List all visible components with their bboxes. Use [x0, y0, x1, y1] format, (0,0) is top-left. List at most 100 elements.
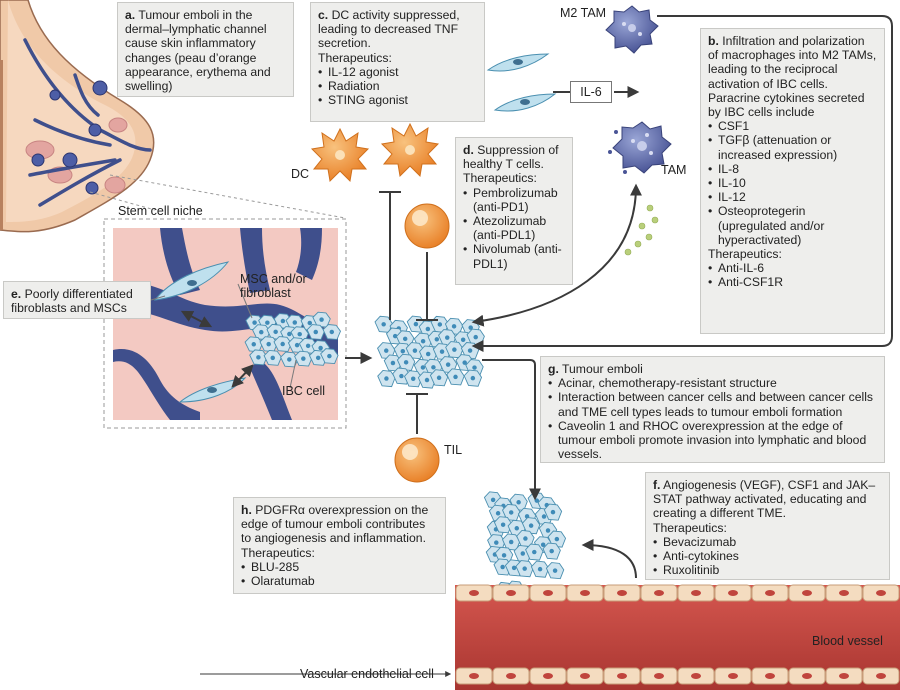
tumour-cell-nucleus: [511, 565, 517, 571]
tumour-cell-nucleus: [294, 342, 300, 348]
box-c: c. DC activity suppressed, leading to de…: [310, 2, 485, 122]
tumour-cell-nucleus: [403, 360, 409, 365]
box-g-items: Acinar, chemotherapy-resistant structure…: [548, 376, 877, 461]
tumour-cell-nucleus: [451, 324, 457, 329]
box-d-text: Suppression of healthy T cells.: [463, 143, 559, 172]
cytokine-item: Osteoprotegerin (upregulated and/or hype…: [708, 204, 877, 247]
tumour-cell-nucleus: [420, 365, 426, 370]
tumour-cell-nucleus: [445, 362, 451, 367]
tumour-cell-nucleus: [412, 348, 418, 353]
tumour-cell-nucleus: [445, 335, 450, 340]
tumour-cell-nucleus: [329, 329, 335, 335]
therapeutic-item: BLU-285: [241, 560, 438, 574]
box-f-letter: f.: [653, 478, 661, 492]
tumour-cell-nucleus: [273, 329, 278, 335]
tumour-cell-nucleus: [550, 509, 556, 515]
tumour-cell-nucleus: [280, 341, 285, 347]
cytokine-item: TGFβ (attenuation or increased expressio…: [708, 133, 877, 161]
therapeutic-item: Atezolizumab (anti-PDL1): [463, 214, 565, 242]
tumour-cell-nucleus: [413, 321, 419, 327]
box-f: f. Angiogenesis (VEGF), CSF1 and JAK–STA…: [645, 472, 890, 580]
tumour-cell-nucleus: [319, 317, 324, 322]
endothelial-nucleus: [654, 590, 664, 596]
therapeutic-item: Nivolumab (anti-PDL1): [463, 242, 565, 270]
ibc-cell-label: IBC cell: [282, 384, 326, 398]
tumour-cell-nucleus: [425, 351, 431, 357]
tumour-cell-nucleus: [392, 333, 398, 339]
box-g: g. Tumour emboli Acinar, chemotherapy-re…: [540, 356, 885, 463]
tumour-cell-nucleus: [520, 551, 526, 556]
tumour-cell-nucleus: [327, 353, 332, 359]
box-g-letter: g.: [548, 362, 559, 376]
therapeutic-item: Pembrolizumab (anti-PD1): [463, 186, 565, 214]
box-c-therapeutics-label: Therapeutics:: [318, 50, 392, 65]
tumour-cell-nucleus: [410, 376, 416, 381]
endothelial-nucleus: [691, 673, 701, 679]
tumour-cell-nucleus: [252, 320, 257, 325]
box-h-therapeutics-label: Therapeutics:: [241, 545, 315, 560]
tumour-cell-nucleus: [402, 336, 408, 342]
emboli-item: Caveolin 1 and RHOC overexpression at th…: [548, 419, 877, 462]
therapeutic-item: STING agonist: [318, 93, 477, 107]
endothelial-nucleus: [617, 673, 627, 679]
tumour-cell-nucleus: [301, 356, 306, 361]
tumour-cell-nucleus: [508, 539, 514, 545]
tumour-cell-nucleus: [384, 376, 389, 381]
cytokine-item: IL-12: [708, 190, 877, 204]
cytokine-item: CSF1: [708, 119, 877, 133]
box-c-therapeutics: IL-12 agonist Radiation STING agonist: [318, 65, 477, 108]
tumour-cell-nucleus: [305, 343, 311, 349]
box-b-cytokines: CSF1 TGFβ (attenuation or increased expr…: [708, 119, 877, 247]
tumour-cell-nucleus: [537, 566, 543, 572]
therapeutic-item: Ruxolitinib: [653, 563, 882, 577]
stem-niche-label: Stem cell niche: [118, 204, 203, 218]
endothelial-nucleus: [728, 673, 738, 679]
endothelial-nucleus: [617, 590, 627, 596]
tumour-cell-nucleus: [384, 348, 389, 353]
endothelial-nucleus: [802, 590, 812, 596]
tumour-cell-nucleus: [470, 375, 476, 381]
tumour-cell-nucleus: [256, 355, 261, 360]
tumour-cell-nucleus: [528, 523, 534, 528]
endothelial-label: Vascular endothelial cell: [300, 667, 434, 681]
tumour-cell-nucleus: [424, 377, 430, 383]
emboli-item: Interaction between cancer cells and bet…: [548, 390, 877, 418]
box-e: e. Poorly differentiated fibroblasts and…: [3, 281, 151, 319]
endothelial-nucleus: [580, 673, 590, 679]
tumour-cell-nucleus: [508, 510, 514, 515]
tumour-cell-nucleus: [500, 522, 506, 527]
tumour-cell-nucleus: [467, 348, 473, 353]
box-h-letter: h.: [241, 503, 252, 517]
blood-vessel: [455, 584, 900, 690]
fibroblast-nuclei: [187, 59, 530, 393]
box-a: a. Tumour emboli in the dermal–lymphatic…: [117, 2, 294, 97]
endothelial-nucleus: [691, 590, 701, 596]
t-cells: [394, 203, 450, 483]
box-h: h. PDGFRα overexpression on the edge of …: [233, 497, 446, 594]
endothelial-nucleus: [506, 590, 516, 596]
endothelial-nucleus: [839, 590, 849, 596]
dc-cells: [310, 122, 440, 183]
tumour-cell-nucleus: [549, 548, 554, 554]
il6-label: IL-6: [570, 81, 612, 103]
emboli-item: Acinar, chemotherapy-resistant structure: [548, 376, 877, 390]
tumour-cell-nucleus: [522, 566, 527, 571]
box-b-text: Infiltration and polarization of macroph…: [708, 34, 877, 120]
tumour-cell-nucleus: [473, 334, 478, 340]
tumour-cell-nucleus: [523, 536, 528, 541]
tumour-cell-nucleus: [460, 337, 466, 342]
tumour-cell-nucleus: [313, 329, 318, 335]
therapeutic-item: Bevacizumab: [653, 535, 882, 549]
box-e-text: Poorly differentiated fibroblasts and MS…: [11, 287, 133, 316]
box-d-letter: d.: [463, 143, 474, 157]
tumour-cell-nucleus: [453, 374, 458, 380]
tumour-cell-nucleus: [265, 320, 270, 325]
m2tam-label: M2 TAM: [560, 6, 607, 20]
tumour-cell-nucleus: [431, 365, 436, 370]
tumour-cell-nucleus: [462, 360, 467, 365]
box-d-therapeutics: Pembrolizumab (anti-PD1) Atezolizumab (a…: [463, 186, 565, 271]
tam-cells: [605, 5, 672, 174]
tumour-cell-nucleus: [292, 320, 298, 325]
therapeutic-item: Anti-CSF1R: [708, 275, 877, 289]
